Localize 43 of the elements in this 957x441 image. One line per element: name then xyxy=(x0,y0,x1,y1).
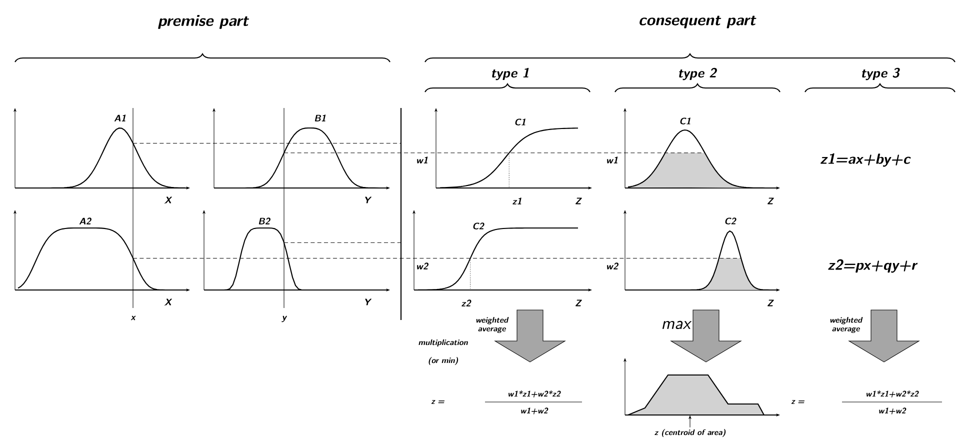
axis-label: B1 xyxy=(314,114,326,122)
axis-label: Z xyxy=(576,198,582,204)
formula-part: z = xyxy=(431,400,445,404)
axis-label: Z xyxy=(768,300,774,306)
axis-label: z1 xyxy=(512,198,522,204)
operation-label: max xyxy=(662,320,692,330)
formula-part: w1*z1+w2*z2 xyxy=(866,390,919,398)
formula-part: z = xyxy=(791,400,805,404)
axis-label: B2 xyxy=(258,218,270,224)
axis-label: C1 xyxy=(515,118,526,126)
axis-label: Y xyxy=(365,298,372,306)
axis-label: w1 xyxy=(607,156,618,164)
axis-label: C2 xyxy=(473,222,484,230)
equation: z2=px+qy+r xyxy=(828,259,918,273)
equation: z1=ax+by+c xyxy=(820,153,911,167)
note: multiplication xyxy=(418,339,468,347)
axis-label: C1 xyxy=(680,118,690,124)
formula-part: w1+w2 xyxy=(521,408,548,414)
axis-label: w2 xyxy=(417,262,429,270)
section-heading: premise part xyxy=(158,15,250,29)
note: (or min) xyxy=(428,357,458,365)
axis-label: X xyxy=(164,298,172,306)
axis-label: X xyxy=(164,196,172,204)
axis-label: Z xyxy=(768,198,774,204)
section-heading: type 3 xyxy=(862,68,900,80)
formula-part: w1*z1+w2*z2 xyxy=(508,390,561,398)
axis-label: Y xyxy=(365,196,372,204)
axis-label: z2 xyxy=(462,300,472,306)
section-heading: type 2 xyxy=(679,68,717,80)
axis-label: C2 xyxy=(725,218,736,224)
note: weighted average xyxy=(830,317,863,333)
axis-label: w1 xyxy=(417,156,428,164)
axis-label: y xyxy=(282,316,287,322)
axis-label: x xyxy=(130,316,136,320)
section-heading: type 1 xyxy=(492,68,529,80)
section-heading: consequent part xyxy=(640,16,756,28)
axis-label: Z xyxy=(576,300,582,306)
axis-label: w2 xyxy=(607,262,619,270)
axis-label: A2 xyxy=(79,218,92,224)
callout-text: z (centroid of area) xyxy=(654,429,726,437)
formula-part: w1+w2 xyxy=(879,408,906,414)
axis-label: A1 xyxy=(114,114,126,122)
note: weighted average xyxy=(476,317,509,333)
